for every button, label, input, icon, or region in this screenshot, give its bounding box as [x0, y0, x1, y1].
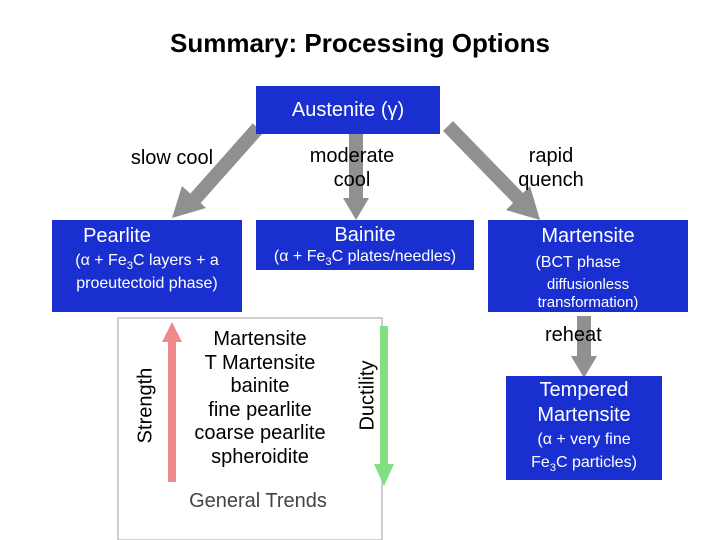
austenite-box: Austenite (γ) [256, 86, 440, 134]
ductility-label: Ductility [356, 360, 379, 431]
trend-item: coarse pearlite [194, 422, 326, 444]
martensite-box: Martensite (BCT phase diffusionless tran… [488, 220, 688, 312]
strength-label: Strength [134, 367, 157, 444]
tempered-label-1: Tempered [539, 379, 629, 401]
moderate-cool-label: moderate cool [309, 145, 395, 191]
austenite-symbol: (γ) [380, 99, 405, 121]
slow-cool-label: slow cool [130, 147, 214, 169]
trends-caption: General Trends [189, 490, 327, 512]
pearlite-label: Pearlite [83, 225, 151, 247]
trend-item: bainite [230, 375, 290, 397]
ductility-label-wrap: Ductility [356, 326, 380, 466]
slow-cool-arrow [172, 123, 264, 218]
martensite-desc-1: (BCT phase [535, 254, 621, 271]
rapid-quench-label: rapid quench [518, 145, 584, 191]
trend-item: fine pearlite [208, 398, 312, 421]
bainite-box: Bainite (α + Fe3C plates/needles) [256, 220, 474, 270]
strength-label-wrap: Strength [134, 336, 158, 476]
trends-list: Martensite T Martensite bainite fine pea… [180, 328, 340, 469]
pearlite-box: Pearlite (α + Fe3C layers + a proeutecto… [52, 220, 242, 312]
austenite-label: Austenite [291, 99, 376, 121]
tempered-label-2: Martensite [537, 404, 631, 426]
martensite-desc-2: diffusionless [546, 276, 630, 293]
page-title: Summary: Processing Options [170, 28, 550, 58]
reheat-arrow [571, 316, 597, 378]
rapid-quench-arrow [442, 121, 540, 220]
tempered-desc-1: (α + very fine [537, 431, 631, 448]
reheat-label: reheat [545, 324, 602, 346]
ductility-arrow [374, 326, 394, 486]
bainite-desc: (α + Fe3C plates/needles) [273, 248, 457, 269]
pearlite-desc-2: proeutectoid phase) [76, 275, 218, 292]
tempered-martensite-box: Tempered Martensite (α + very fine Fe3C … [506, 376, 662, 480]
bainite-label: Bainite [334, 224, 396, 246]
martensite-label: Martensite [541, 225, 635, 247]
martensite-desc-3: transformation) [537, 294, 639, 311]
strength-arrow [162, 322, 182, 482]
tempered-desc-2: Fe3C particles) [531, 454, 637, 475]
trend-item: T Martensite [204, 351, 316, 374]
trend-item: Martensite [213, 328, 307, 350]
trend-item: spheroidite [211, 445, 309, 468]
pearlite-desc-1: (α + Fe3C layers + a [75, 252, 219, 273]
moderate-cool-arrow [343, 134, 369, 220]
